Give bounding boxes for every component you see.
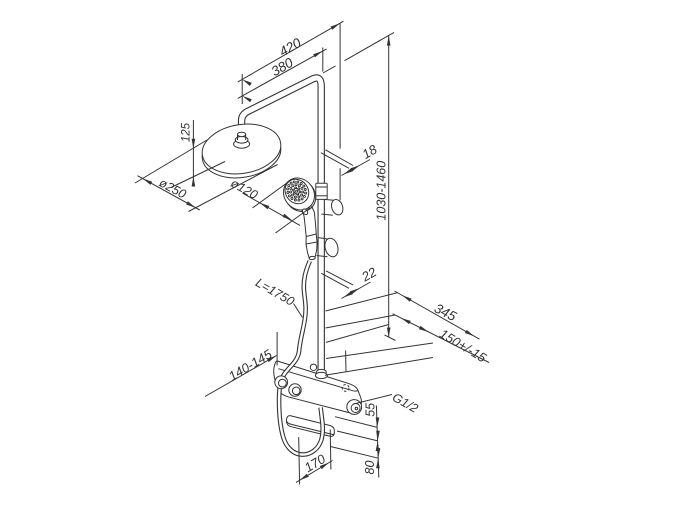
svg-text:125: 125: [181, 122, 193, 142]
svg-text:22: 22: [358, 264, 380, 285]
svg-text:55: 55: [364, 403, 378, 417]
svg-text:1030-1460: 1030-1460: [375, 161, 389, 221]
svg-text:80: 80: [363, 461, 377, 475]
